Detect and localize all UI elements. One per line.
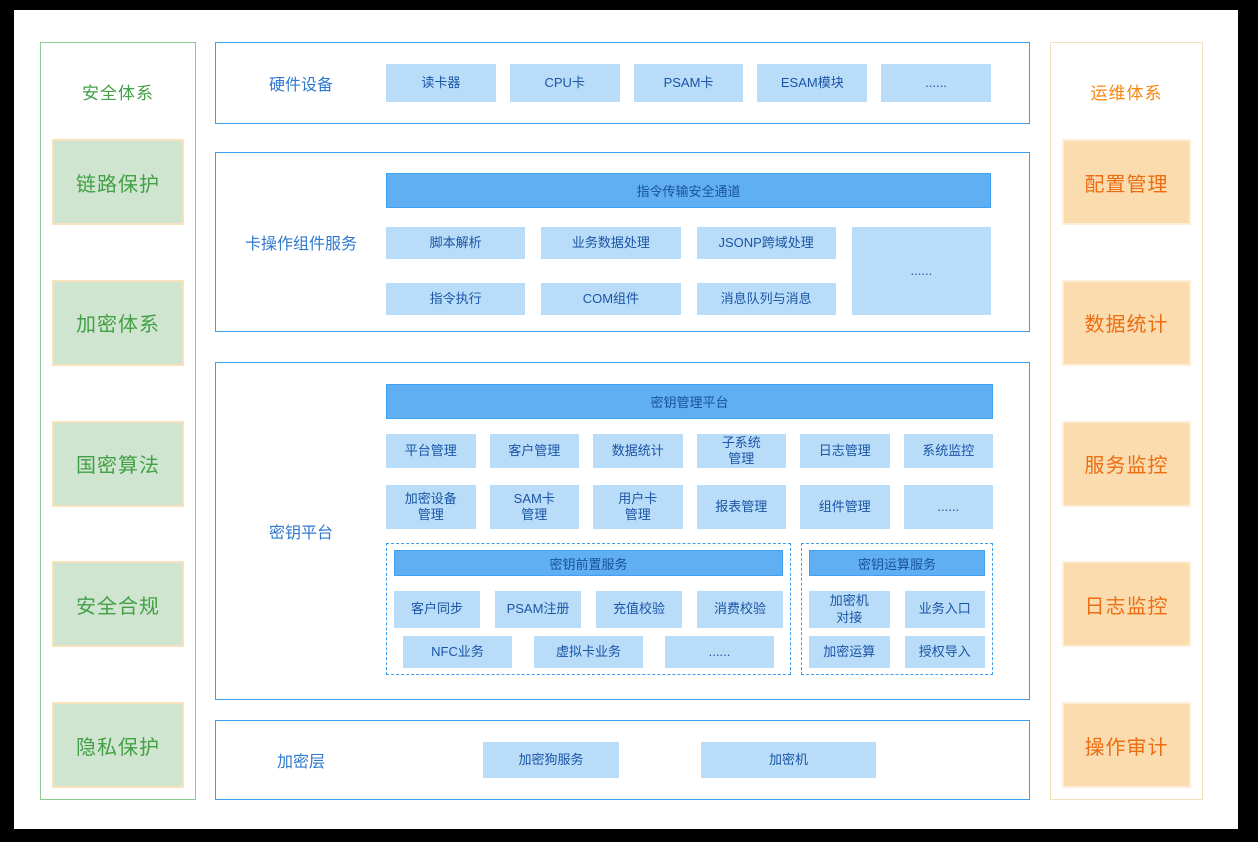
crypto-chip-dongle-service: 加密狗服务 — [483, 742, 619, 778]
card-ops-chip-more: ...... — [851, 227, 991, 315]
card-ops-chip-command-exec: 指令执行 — [386, 283, 526, 315]
kp-chip-sam-card-mgmt: SAM卡 管理 — [489, 485, 579, 529]
kp-chip-platform-mgmt: 平台管理 — [386, 434, 476, 468]
front-chip-customer-sync: 客户同步 — [394, 591, 480, 628]
kp-chip-data-stats: 数据统计 — [593, 434, 683, 468]
front-chip-more: ...... — [665, 636, 774, 668]
front-chip-recharge-verify: 充值校验 — [596, 591, 682, 628]
key-calc-service-bar: 密钥运算服务 — [809, 550, 985, 576]
hardware-layer-content: 读卡器 CPU卡 PSAM卡 ESAM模块 ...... — [386, 43, 1029, 123]
kp-chip-user-card-mgmt: 用户卡 管理 — [593, 485, 683, 529]
card-ops-chip-jsonp: JSONP跨域处理 — [696, 227, 836, 259]
operations-item-config-mgmt: 配置管理 — [1062, 139, 1191, 225]
operations-item-service-monitor: 服务监控 — [1062, 420, 1191, 507]
key-platform-layer-content: 密钥管理平台 平台管理 客户管理 数据统计 子系统 管理 日志管理 系统监控 加… — [386, 363, 1031, 699]
key-calc-service-box: 密钥运算服务 加密机 对接 业务入口 加密运算 授权导入 — [801, 543, 993, 675]
front-chip-nfc-business: NFC业务 — [403, 636, 512, 668]
key-front-service-row1: 客户同步 PSAM注册 充值校验 消费校验 — [394, 591, 783, 628]
security-item-encryption-system: 加密体系 — [52, 279, 184, 366]
key-calc-service-row1: 加密机 对接 业务入口 — [809, 591, 985, 628]
card-ops-chip-business-data: 业务数据处理 — [541, 227, 681, 259]
kp-chip-more: ...... — [903, 485, 993, 529]
front-chip-consume-verify: 消费校验 — [697, 591, 783, 628]
security-item-national-crypto: 国密算法 — [52, 420, 184, 507]
security-item-privacy: 隐私保护 — [52, 702, 184, 788]
key-platform-layer-box: 密钥平台 密钥管理平台 平台管理 客户管理 数据统计 子系统 管理 日志管理 系… — [215, 362, 1030, 700]
hardware-chip-cpu-card: CPU卡 — [509, 64, 620, 102]
front-chip-virtual-card: 虚拟卡业务 — [534, 636, 643, 668]
card-ops-chip-script-parse: 脚本解析 — [386, 227, 526, 259]
hardware-layer-label: 硬件设备 — [268, 77, 333, 94]
kp-chip-crypto-device-mgmt: 加密设备 管理 — [386, 485, 476, 529]
hardware-layer-box: 硬件设备 读卡器 CPU卡 PSAM卡 ESAM模块 ...... — [215, 42, 1030, 124]
security-item-compliance: 安全合规 — [52, 561, 184, 648]
kp-chip-system-monitor: 系统监控 — [903, 434, 993, 468]
crypto-layer-label: 加密层 — [276, 754, 325, 771]
operations-item-data-stats: 数据统计 — [1062, 279, 1191, 366]
hardware-chip-more: ...... — [881, 64, 991, 102]
crypto-layer-content: 加密狗服务 加密机 — [386, 721, 1029, 799]
key-platform-row2: 加密设备 管理 SAM卡 管理 用户卡 管理 报表管理 组件管理 ...... — [386, 485, 993, 529]
key-platform-row1: 平台管理 客户管理 数据统计 子系统 管理 日志管理 系统监控 — [386, 434, 993, 468]
diagram-page: 安全体系 链路保护 加密体系 国密算法 安全合规 隐私保护 运维体系 配置管理 … — [14, 10, 1238, 829]
hardware-chip-esam-module: ESAM模块 — [757, 64, 868, 102]
operations-column-title: 运维体系 — [1090, 83, 1163, 103]
security-column-items: 链路保护 加密体系 国密算法 安全合规 隐私保护 — [41, 139, 195, 799]
calc-chip-business-entry: 业务入口 — [904, 591, 985, 628]
kp-chip-report-mgmt: 报表管理 — [696, 485, 786, 529]
hardware-chip-card-reader: 读卡器 — [386, 64, 496, 102]
card-ops-grid: 脚本解析 业务数据处理 JSONP跨域处理 ...... 指令执行 COM组件 … — [386, 227, 991, 315]
front-chip-psam-register: PSAM注册 — [495, 591, 581, 628]
calc-chip-crypto-compute: 加密运算 — [809, 636, 890, 668]
key-front-service-bar: 密钥前置服务 — [394, 550, 783, 576]
operations-item-ops-audit: 操作审计 — [1062, 702, 1191, 788]
secure-channel-bar: 指令传输安全通道 — [386, 173, 991, 208]
kp-chip-subsystem-mgmt: 子系统 管理 — [696, 434, 786, 468]
operations-system-column: 运维体系 配置管理 数据统计 服务监控 日志监控 操作审计 — [1050, 42, 1203, 800]
key-front-service-row2: NFC业务 虚拟卡业务 ...... — [394, 636, 783, 668]
security-system-column: 安全体系 链路保护 加密体系 国密算法 安全合规 隐私保护 — [40, 42, 196, 800]
kp-chip-log-mgmt: 日志管理 — [800, 434, 890, 468]
operations-item-log-monitor: 日志监控 — [1062, 561, 1191, 648]
crypto-layer-box: 加密层 加密狗服务 加密机 — [215, 720, 1030, 800]
key-platform-subservices: 密钥前置服务 客户同步 PSAM注册 充值校验 消费校验 NFC业务 虚拟卡业务… — [386, 543, 993, 675]
key-front-service-box: 密钥前置服务 客户同步 PSAM注册 充值校验 消费校验 NFC业务 虚拟卡业务… — [386, 543, 791, 675]
calc-chip-auth-import: 授权导入 — [904, 636, 985, 668]
key-calc-service-row2: 加密运算 授权导入 — [809, 636, 985, 668]
calc-chip-hsm-connect: 加密机 对接 — [809, 591, 890, 628]
card-ops-layer-box: 卡操作组件服务 指令传输安全通道 脚本解析 业务数据处理 JSONP跨域处理 .… — [215, 152, 1030, 332]
card-ops-chip-message-queue: 消息队列与消息 — [696, 283, 836, 315]
operations-column-items: 配置管理 数据统计 服务监控 日志监控 操作审计 — [1051, 139, 1202, 799]
key-management-platform-bar: 密钥管理平台 — [386, 384, 993, 419]
hardware-chip-psam-card: PSAM卡 — [633, 64, 744, 102]
security-item-link-protection: 链路保护 — [52, 139, 184, 225]
key-platform-layer-label: 密钥平台 — [268, 525, 333, 542]
kp-chip-component-mgmt: 组件管理 — [800, 485, 890, 529]
card-ops-layer-content: 指令传输安全通道 脚本解析 业务数据处理 JSONP跨域处理 ...... 指令… — [386, 153, 1029, 331]
card-ops-chip-com-component: COM组件 — [541, 283, 681, 315]
kp-chip-customer-mgmt: 客户管理 — [489, 434, 579, 468]
security-column-title: 安全体系 — [82, 83, 154, 103]
crypto-chip-hsm: 加密机 — [701, 742, 876, 778]
card-ops-layer-label: 卡操作组件服务 — [244, 236, 357, 253]
